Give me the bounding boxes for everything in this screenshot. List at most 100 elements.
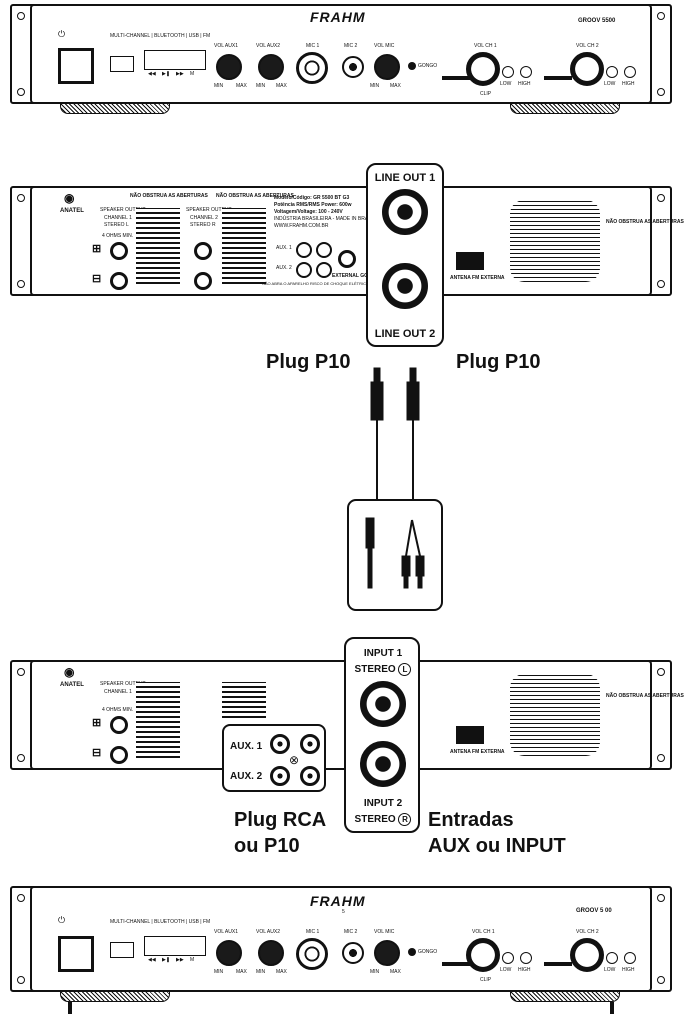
speaker-terminal-plus[interactable] [110, 716, 128, 734]
front-panel-body [30, 886, 652, 992]
vol-ch2-knob[interactable] [570, 52, 604, 86]
vol-ch2-label: VOL CH 2 [576, 43, 599, 49]
vol-mic-knob[interactable] [374, 54, 400, 80]
screw-icon: ⊗ [289, 753, 300, 767]
gongo-button[interactable] [408, 948, 416, 956]
front-panel-bottom: FRAHM 5 GROOV 5 00 ⏻ MULTI-CHANNEL | BLU… [10, 886, 672, 1016]
ohms-label: 4 OHMS MIN. [102, 233, 134, 239]
speaker-terminal-minus[interactable] [110, 746, 128, 764]
rear-fan-grille [510, 200, 600, 282]
gongo-label: GONGO [418, 63, 438, 69]
plug-rca-label-1: Plug RCA [234, 809, 327, 831]
rewind-icon[interactable]: ◀◀ [148, 957, 156, 963]
ch1-mode-switch[interactable] [442, 962, 470, 966]
input-callout: INPUT 1 STEREO L INPUT 2 STEREO R [344, 637, 420, 833]
line-out-1-jack[interactable] [382, 189, 428, 235]
min-label: MIN [256, 969, 266, 975]
ch1-mode-switch[interactable] [442, 76, 470, 80]
high-label: HIGH [518, 81, 531, 87]
rca-jack[interactable] [296, 242, 312, 258]
vol-aux1-knob[interactable] [216, 940, 242, 966]
ch2-high-knob[interactable] [624, 952, 636, 964]
transport-buttons: ◀◀ ▶❚ ▶▶ M [144, 956, 204, 968]
max-label: MAX [390, 83, 401, 89]
entradas-label-1: Entradas [428, 809, 514, 831]
rca-jack[interactable] [316, 242, 332, 258]
input-1-stereo: STEREO L [350, 663, 416, 676]
vol-aux2-label: VOL AUX2 [256, 929, 280, 935]
mode-icon[interactable]: M [190, 957, 195, 963]
ch1-high-knob[interactable] [520, 952, 532, 964]
warning-label: NÃO OBSTRUA AS ABERTURAS [130, 193, 208, 199]
screw-icon [17, 12, 25, 20]
max-label: MAX [276, 83, 287, 89]
input-1-jack[interactable] [360, 681, 406, 727]
input-2-jack[interactable] [360, 741, 406, 787]
ch2-low-knob[interactable] [606, 66, 618, 78]
ch1-low-knob[interactable] [502, 952, 514, 964]
vol-ch1-knob[interactable] [466, 52, 500, 86]
speaker-terminal-minus[interactable] [194, 272, 212, 290]
vol-aux1-knob[interactable] [216, 54, 242, 80]
ch2-high-knob[interactable] [624, 66, 636, 78]
ch1-high-knob[interactable] [520, 66, 532, 78]
mic2-jack[interactable] [342, 56, 364, 78]
min-label: MIN [370, 969, 380, 975]
speaker-terminal-plus[interactable] [194, 242, 212, 260]
aux2-rca-left[interactable] [270, 766, 290, 786]
brand-sub: 5 [342, 909, 345, 915]
ch2-low-knob[interactable] [606, 952, 618, 964]
ch2-mode-switch[interactable] [544, 76, 572, 80]
rca-jack[interactable] [296, 262, 312, 278]
anatel-label: ANATEL [60, 682, 84, 688]
fm-antenna-connector[interactable] [456, 726, 484, 744]
plus-icon: ⊞ [92, 717, 102, 729]
aux2-rca-right[interactable] [300, 766, 320, 786]
vol-ch2-knob[interactable] [570, 938, 604, 972]
line-out-callout: LINE OUT 1 LINE OUT 2 [366, 163, 444, 347]
model-label: GROOV 5 00 [576, 908, 612, 914]
power-switch[interactable] [58, 936, 94, 972]
aux1-rca-left[interactable] [270, 734, 290, 754]
rca-jack[interactable] [316, 262, 332, 278]
spec-industry: INDÚSTRIA BRASILEIRA - MADE IN BRAZIL [274, 216, 376, 222]
play-pause-icon[interactable]: ▶❚ [162, 957, 171, 963]
aux1-rca-right[interactable] [300, 734, 320, 754]
fast-forward-icon[interactable]: ▶▶ [176, 71, 184, 77]
vol-aux2-knob[interactable] [258, 54, 284, 80]
vol-mic-knob[interactable] [374, 940, 400, 966]
channel1-label: CHANNEL 1 [104, 215, 132, 221]
line-out-2-jack[interactable] [382, 263, 428, 309]
ch1-low-knob[interactable] [502, 66, 514, 78]
fast-forward-icon[interactable]: ▶▶ [176, 957, 184, 963]
vol-aux2-knob[interactable] [258, 940, 284, 966]
mic1-xlr-jack[interactable] [296, 938, 328, 970]
mic1-xlr-jack[interactable] [296, 52, 328, 84]
vol-ch1-knob[interactable] [466, 938, 500, 972]
mic1-label: MIC 1 [306, 929, 320, 935]
usb-slot[interactable] [110, 56, 134, 72]
usb-slot[interactable] [110, 942, 134, 958]
front-panel-top: FRAHM GROOV 5500 ⏻ MULTI-CHANNEL | BLUET… [10, 4, 672, 114]
power-switch[interactable] [58, 48, 94, 84]
aux1-callout-label: AUX. 1 [230, 741, 263, 752]
antena-label: ANTENA FM EXTERNA [450, 275, 505, 281]
rewind-icon[interactable]: ◀◀ [148, 71, 156, 77]
mode-icon[interactable]: M [190, 71, 195, 77]
gongo-button[interactable] [408, 62, 416, 70]
source-label: MULTI-CHANNEL | BLUETOOTH | USB | FM [110, 919, 211, 925]
ch2-mode-switch[interactable] [544, 962, 572, 966]
max-label: MAX [390, 969, 401, 975]
warning-label: NÃO OBSTRUA AS ABERTURAS [216, 193, 294, 199]
speaker-terminal-minus[interactable] [110, 272, 128, 290]
vol-aux1-label: VOL AUX1 [214, 929, 238, 935]
mic2-jack[interactable] [342, 942, 364, 964]
external-gongo-label: EXTERNAL GONGO [332, 273, 380, 279]
fm-antenna-connector[interactable] [456, 252, 484, 270]
speaker-terminal-plus[interactable] [110, 242, 128, 260]
mic2-label: MIC 2 [344, 43, 358, 49]
entradas-label-2: AUX ou INPUT [428, 835, 566, 857]
play-pause-icon[interactable]: ▶❚ [162, 71, 171, 77]
gongo-jack[interactable] [338, 250, 356, 268]
line-out-2-label: LINE OUT 2 [374, 328, 436, 340]
